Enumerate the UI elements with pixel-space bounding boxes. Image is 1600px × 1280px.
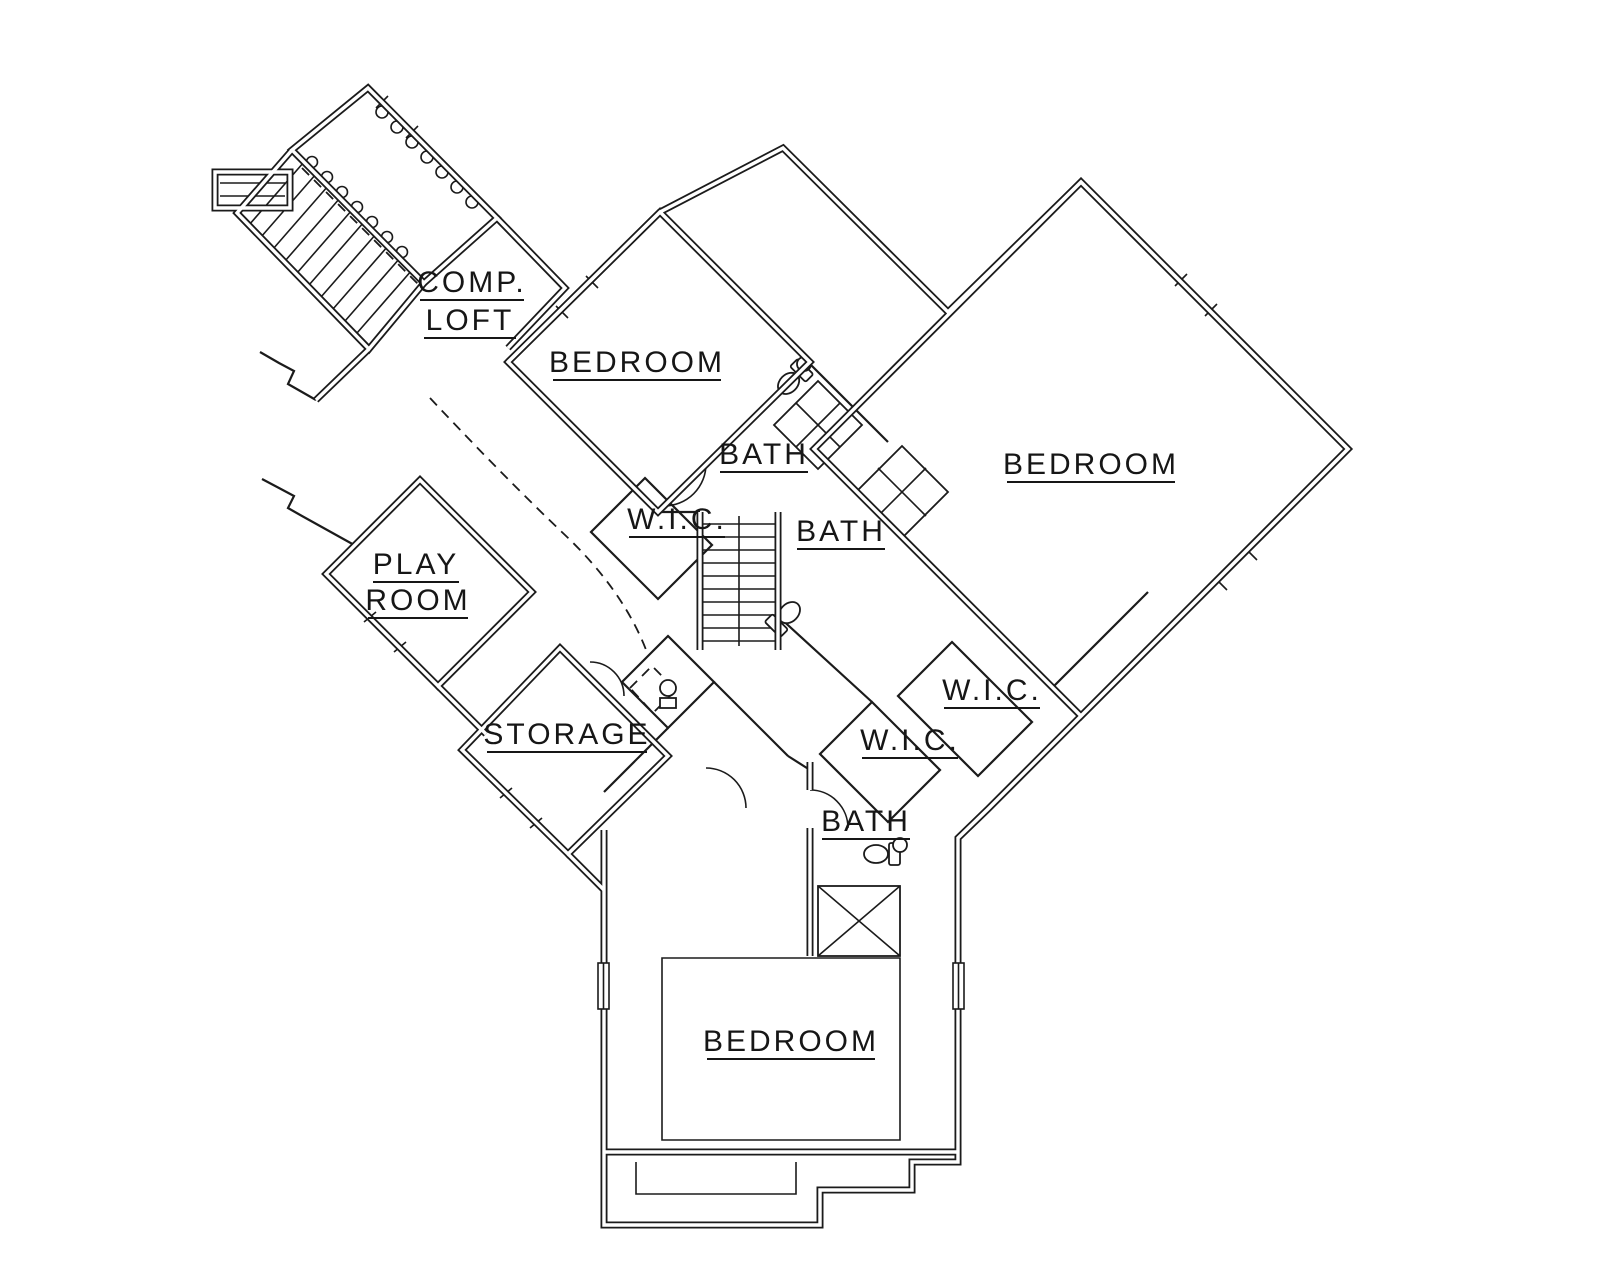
center-stairs	[702, 516, 776, 646]
room-label-play-room-line1: PLAY	[373, 548, 460, 581]
room-label-bedroom-right: BEDROOM	[1003, 448, 1179, 481]
window-icon	[952, 962, 965, 1010]
room-label-bedroom-lower: BEDROOM	[703, 1025, 879, 1058]
room-label-comp-loft-line1: COMP.	[417, 266, 526, 299]
sink-icon	[892, 837, 908, 853]
sink-icon	[659, 679, 677, 709]
room-label-bath-upper: BATH	[719, 438, 809, 471]
shower-icon	[817, 885, 901, 957]
room-label-bedroom-upper: BEDROOM	[549, 346, 725, 379]
room-label-storage: STORAGE	[483, 718, 650, 751]
interior-partitions	[220, 182, 1149, 1195]
window-symbols	[597, 962, 965, 1010]
room-label-bath-center: BATH	[796, 515, 886, 548]
room-label-wic-center: W.I.C.	[627, 503, 727, 536]
door-arcs	[589, 463, 849, 829]
deck-railing	[305, 105, 479, 259]
room-label-comp-loft-line2: LOFT	[426, 304, 515, 337]
room-label-wic-right-lower: W.I.C.	[860, 724, 960, 757]
window-icon	[597, 962, 610, 1010]
room-label-play-room-line2: ROOM	[365, 584, 470, 617]
baluster-icon	[305, 105, 479, 259]
shower-icon	[772, 379, 864, 471]
room-label-bath-lower: BATH	[821, 805, 911, 838]
labels: COMP. LOFT BEDROOM BATH W.I.C. BATH BEDR…	[365, 266, 1179, 1060]
toilet-icon	[863, 842, 901, 866]
room-label-wic-right-upper: W.I.C.	[942, 674, 1042, 707]
